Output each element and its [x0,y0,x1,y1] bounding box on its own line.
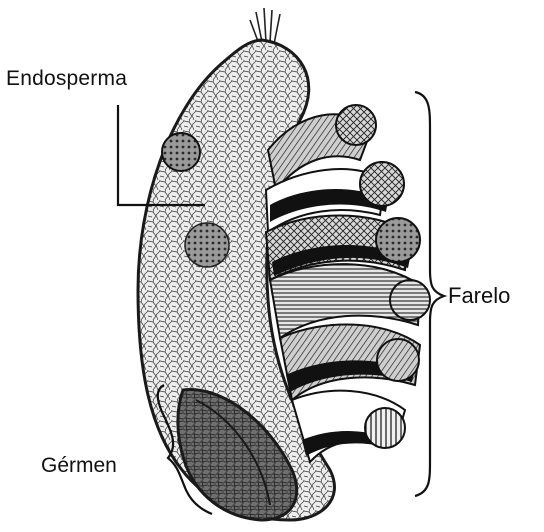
label-germ: Gérmen [41,455,117,476]
label-bran: Farelo [448,285,510,307]
starch-granule-cluster [185,223,229,267]
kernel-brush-hairs [250,8,280,44]
label-endosperm: Endosperma [6,68,127,89]
